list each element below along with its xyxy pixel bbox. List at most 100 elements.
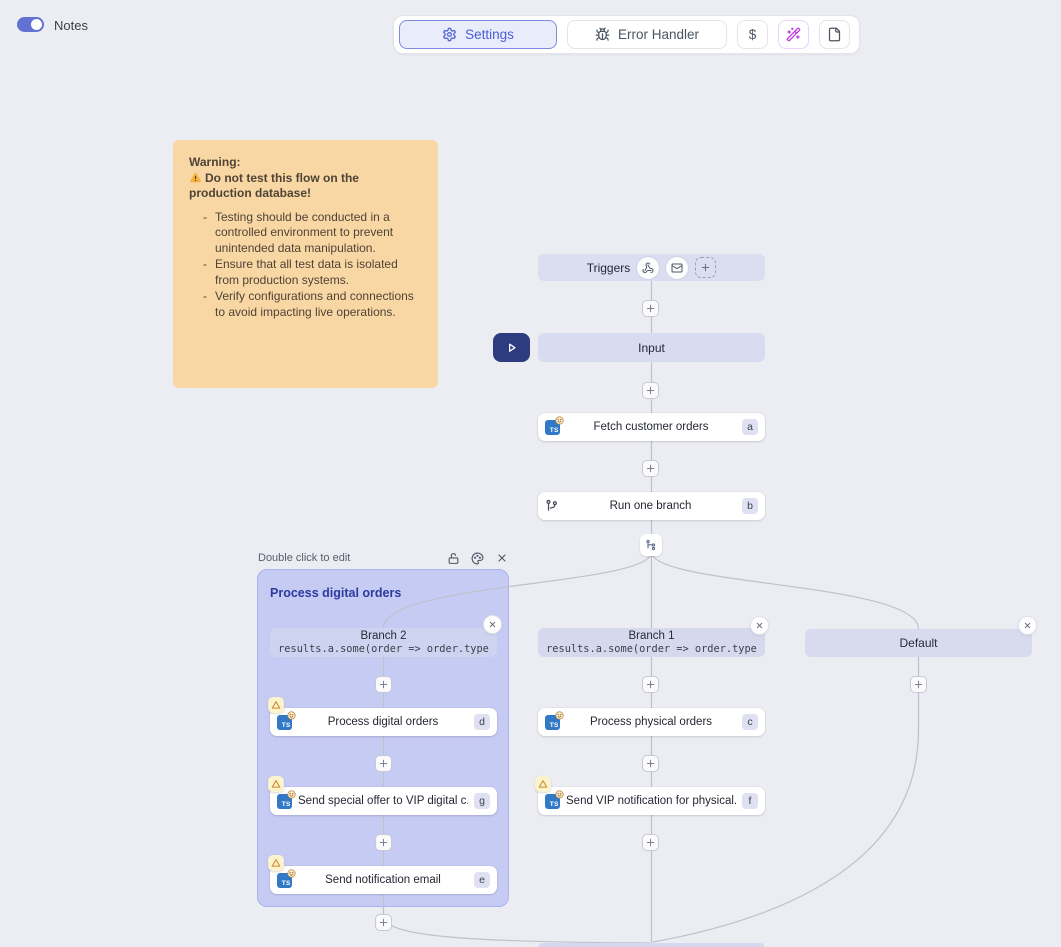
emoji-badge-icon	[555, 415, 564, 425]
branch-name: Branch 1	[628, 630, 675, 642]
note-bullet: Testing should be conducted in a control…	[203, 210, 422, 257]
node-process-physical-orders[interactable]: TS Process physical orders c	[538, 708, 765, 736]
group-close-button[interactable]	[496, 552, 510, 566]
plus-icon	[379, 838, 388, 847]
branch-2-header[interactable]: Branch 2 results.a.some(order => order.t…	[270, 628, 497, 657]
settings-button[interactable]: Settings	[399, 20, 557, 49]
typescript-icon: TS	[545, 710, 564, 730]
note-bullet: Ensure that all test data is isolated fr…	[203, 257, 422, 288]
note-alert-line: Do not test this flow on the production …	[189, 171, 422, 202]
add-trigger-button[interactable]	[695, 257, 717, 278]
step-label: Process digital orders	[327, 716, 439, 728]
group-color-button[interactable]	[471, 552, 485, 566]
run-flow-button[interactable]	[493, 333, 530, 362]
branch-icon	[545, 499, 559, 513]
error-handler-label: Error Handler	[617, 27, 700, 42]
add-step-button[interactable]	[910, 676, 927, 693]
add-step-button[interactable]	[642, 300, 659, 317]
warning-triangle-icon	[271, 701, 281, 709]
gear-icon	[442, 27, 457, 42]
input-node[interactable]: Input	[538, 333, 765, 362]
add-step-button[interactable]	[642, 834, 659, 851]
node-run-one-branch[interactable]: Run one branch b	[538, 492, 765, 520]
magic-wand-button[interactable]	[778, 20, 809, 49]
delete-branch-2-button[interactable]	[483, 615, 502, 634]
branch-condition: results.a.some(order => order.type	[278, 643, 489, 655]
add-step-button[interactable]	[375, 755, 392, 772]
close-icon	[498, 554, 506, 562]
close-icon	[756, 622, 763, 629]
warning-badge[interactable]	[535, 776, 551, 792]
add-step-button[interactable]	[375, 914, 392, 931]
add-step-button[interactable]	[642, 676, 659, 693]
webhook-icon	[642, 262, 654, 274]
plus-icon	[379, 680, 388, 689]
step-label: Fetch customer orders	[593, 421, 709, 433]
document-button[interactable]	[819, 20, 850, 49]
delete-default-branch-button[interactable]	[1018, 616, 1037, 635]
toggle-knob	[31, 19, 42, 30]
typescript-icon: TS	[545, 789, 564, 809]
email-trigger-button[interactable]	[666, 256, 689, 279]
add-step-button[interactable]	[642, 460, 659, 477]
plus-icon	[379, 918, 388, 927]
group-lock-button[interactable]	[447, 552, 461, 566]
note-bullet-list: Testing should be conducted in a control…	[189, 210, 422, 321]
dollar-button[interactable]: $	[737, 20, 768, 49]
branch-1-header[interactable]: Branch 1 results.a.some(order => order.t…	[538, 628, 765, 657]
warning-triangle-icon	[271, 859, 281, 867]
triggers-label: Triggers	[586, 260, 631, 275]
add-step-button[interactable]	[375, 834, 392, 851]
error-handler-button[interactable]: Error Handler	[567, 20, 727, 49]
dollar-icon: $	[748, 27, 757, 42]
warning-badge[interactable]	[268, 776, 284, 792]
delete-branch-1-button[interactable]	[750, 616, 769, 635]
merge-node-partial[interactable]	[538, 943, 765, 947]
plus-icon	[646, 680, 655, 689]
plus-icon	[646, 386, 655, 395]
group-process-digital-orders[interactable]	[257, 569, 509, 907]
default-branch-header[interactable]: Default	[805, 629, 1032, 657]
warning-badge[interactable]	[268, 855, 284, 871]
node-send-notification-email[interactable]: TS Send notification email e	[270, 866, 497, 894]
step-label: Send special offer to VIP digital c...	[298, 795, 468, 807]
plus-icon	[914, 680, 923, 689]
webhook-trigger-button[interactable]	[637, 256, 660, 279]
note-alert: Do not test this flow on the production …	[189, 170, 359, 201]
node-process-digital-orders[interactable]: TS Process digital orders d	[270, 708, 497, 736]
step-letter-badge: g	[474, 793, 490, 809]
step-label: Send VIP notification for physical...	[566, 795, 736, 807]
notes-toggle[interactable]	[17, 17, 44, 32]
add-step-button[interactable]	[375, 676, 392, 693]
plus-icon	[700, 262, 711, 273]
bug-icon	[595, 27, 610, 42]
emoji-badge-icon	[287, 710, 296, 720]
step-label: Process physical orders	[589, 716, 713, 728]
plus-icon	[646, 838, 655, 847]
branch-condition: results.a.some(order => order.type	[546, 643, 757, 655]
warning-badge[interactable]	[268, 697, 284, 713]
close-icon	[489, 621, 496, 628]
toolbar: Settings Error Handler $	[393, 15, 860, 54]
branch-split-node[interactable]	[640, 534, 662, 556]
node-send-special-offer[interactable]: TS Send special offer to VIP digital c..…	[270, 787, 497, 815]
typescript-icon: TS	[277, 710, 296, 730]
input-label: Input	[638, 340, 665, 355]
plus-icon	[646, 759, 655, 768]
split-icon	[645, 539, 657, 551]
plus-icon	[646, 304, 655, 313]
typescript-icon: TS	[277, 868, 296, 888]
add-step-button[interactable]	[642, 755, 659, 772]
notes-label: Notes	[54, 18, 88, 33]
warning-triangle-icon	[538, 780, 548, 788]
node-fetch-customer-orders[interactable]: TS Fetch customer orders a	[538, 413, 765, 441]
branch-name: Default	[899, 635, 938, 650]
step-letter-badge: f	[742, 793, 758, 809]
triggers-bar[interactable]: Triggers	[538, 254, 765, 281]
settings-label: Settings	[465, 27, 514, 42]
add-step-button[interactable]	[642, 382, 659, 399]
warning-note[interactable]: Warning: Do not test this flow on the pr…	[173, 140, 438, 388]
node-send-vip-notification[interactable]: TS Send VIP notification for physical...…	[538, 787, 765, 815]
mail-icon	[671, 262, 683, 274]
